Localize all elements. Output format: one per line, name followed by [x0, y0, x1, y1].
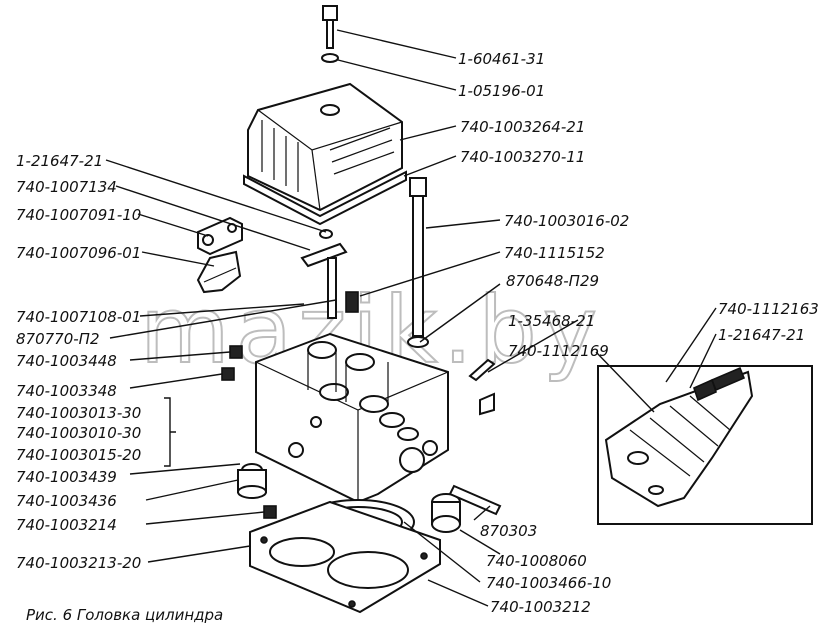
label-740-1003015-20: 740-1003015-20: [16, 446, 141, 464]
spring-drawing: [327, 257, 359, 319]
label-740-1007134: 740-1007134: [16, 178, 117, 196]
rocker-bracket-drawing: [196, 216, 243, 294]
label-870770-p2: 870770-П2: [16, 330, 100, 348]
label-1-21647-21-right: 1-21647-21: [718, 326, 805, 344]
plug-drawing: [237, 463, 267, 499]
valve-cover-drawing: [243, 82, 407, 226]
label-740-1007091-10: 740-1007091-10: [16, 206, 141, 224]
label-740-1008060: 740-1008060: [486, 552, 587, 570]
label-870303: 870303: [480, 522, 537, 540]
label-740-1003270-11: 740-1003270-11: [460, 148, 585, 166]
plug-icon: [263, 505, 277, 519]
label-740-1003010-30: 740-1003010-30: [16, 424, 141, 442]
pin-drawing: [448, 484, 502, 516]
label-740-1003213-20: 740-1003213-20: [16, 554, 141, 572]
label-740-1003013-30: 740-1003013-30: [16, 404, 141, 422]
figure-caption: Рис. 6 Головка цилиндра: [26, 606, 223, 624]
gasket-drawing: [249, 499, 441, 614]
label-740-1112163: 740-1112163: [718, 300, 819, 318]
label-740-1007108-01: 740-1007108-01: [16, 308, 141, 326]
bolt-icon: [321, 5, 339, 63]
injector-sleeve-drawing: [468, 358, 496, 416]
part-labels: 1-60461-31 1-05196-01 740-1003264-21 740…: [16, 50, 819, 616]
cylinder-head-block-drawing: [255, 332, 449, 504]
label-1-60461-31: 1-60461-31: [458, 50, 545, 68]
long-stud-drawing: [407, 177, 429, 348]
parts-drawing: [164, 5, 813, 614]
label-1-35468-21: 1-35468-21: [508, 312, 595, 330]
sleeve-ring-drawing: [431, 493, 461, 533]
leader-lines: [105, 29, 717, 607]
label-740-1007096-01: 740-1007096-01: [16, 244, 141, 262]
label-740-1112169: 740-1112169: [508, 342, 609, 360]
label-740-1003212: 740-1003212: [490, 598, 591, 616]
label-740-1003214: 740-1003214: [16, 516, 117, 534]
group-brace: [164, 397, 176, 467]
label-1-05196-01: 1-05196-01: [458, 82, 545, 100]
label-740-1003016-02: 740-1003016-02: [504, 212, 629, 230]
plug-icon: [221, 367, 235, 381]
label-740-1003466-10: 740-1003466-10: [486, 574, 611, 592]
label-740-1003264-21: 740-1003264-21: [460, 118, 585, 136]
inset-detail-box: [597, 365, 813, 525]
clip-drawing: [300, 229, 348, 268]
label-740-1115152: 740-1115152: [504, 244, 605, 262]
label-740-1003448: 740-1003448: [16, 352, 117, 370]
label-740-1003439: 740-1003439: [16, 468, 117, 486]
label-1-21647-21-left: 1-21647-21: [16, 152, 103, 170]
plug-icon: [229, 345, 243, 359]
label-740-1003348: 740-1003348: [16, 382, 117, 400]
label-740-1003436: 740-1003436: [16, 492, 117, 510]
label-870648-p29: 870648-П29: [506, 272, 599, 290]
